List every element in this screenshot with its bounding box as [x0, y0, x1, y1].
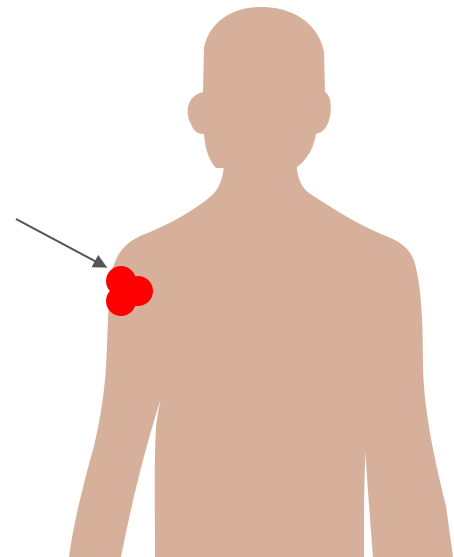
pointer-arrow-icon — [16, 219, 106, 267]
torso-shape — [69, 160, 453, 557]
pain-spot-bottom — [106, 286, 136, 316]
head-shape — [188, 7, 331, 168]
